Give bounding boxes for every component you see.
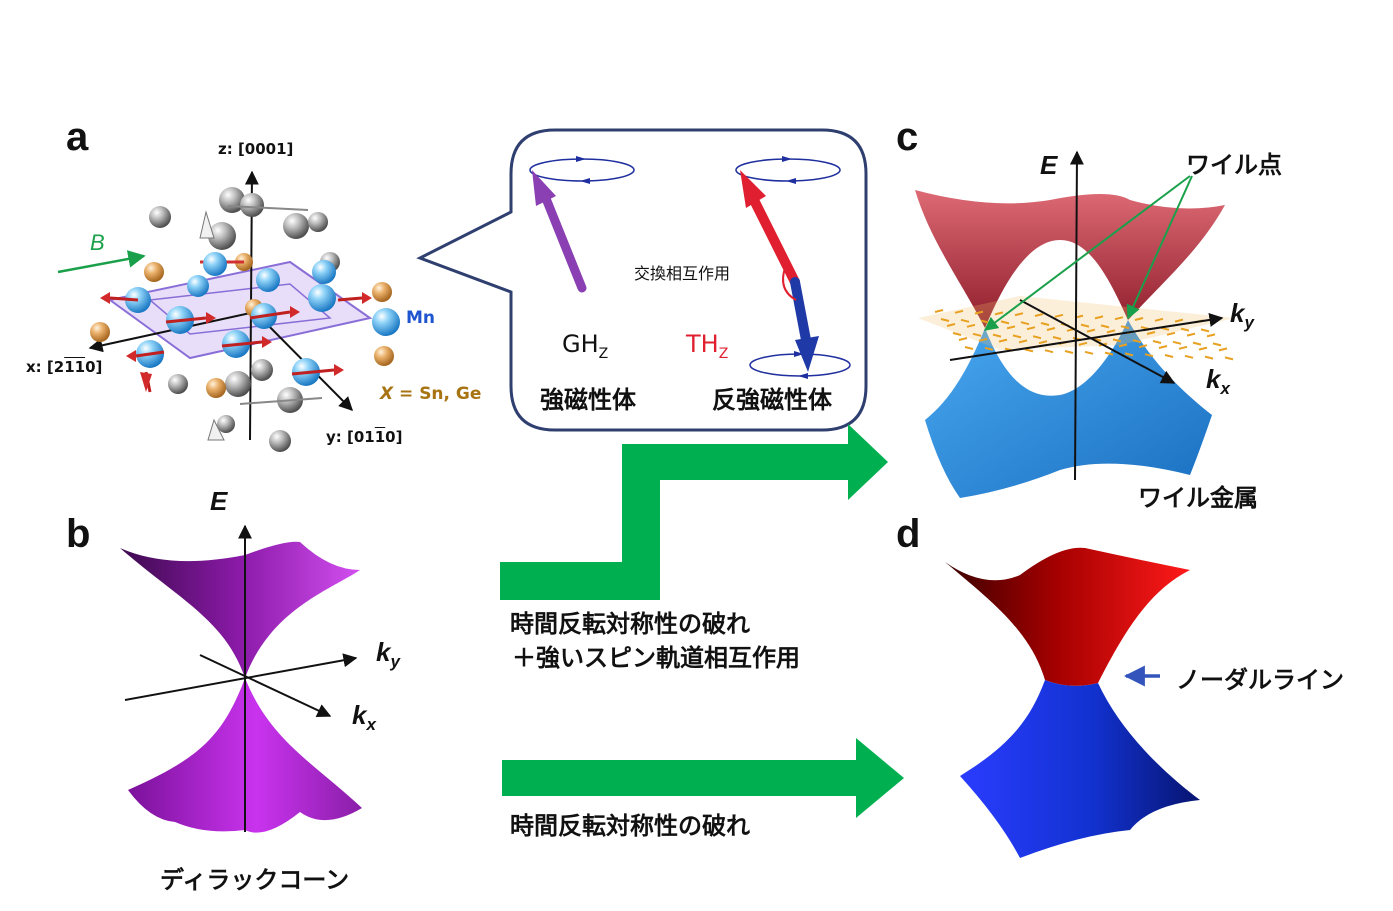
panel-label-b: b (66, 512, 91, 556)
ferromagnet-label: 強磁性体 (540, 386, 636, 414)
exchange-label: 交換相互作用 (634, 264, 731, 283)
b-energy-axis-label: E (210, 486, 228, 516)
field-label: B (90, 230, 105, 255)
b-ky-axis-label: ky (376, 637, 400, 672)
dirac-cone-caption: ディラックコーン (160, 866, 350, 894)
field-arrow (57, 250, 146, 274)
weyl-metal-caption: ワイル金属 (1138, 484, 1258, 512)
lower-arrow-caption: 時間反転対称性の破れ (510, 812, 750, 840)
weyl-points-label: ワイル点 (1186, 151, 1282, 179)
gh-label: GHZ (562, 330, 609, 362)
upper-green-arrow (500, 424, 888, 600)
speech-bubble (416, 128, 868, 432)
upper-arrow-caption-line1: 時間反転対称性の破れ (510, 610, 750, 638)
x-element-label: X = Sn, Ge (380, 384, 482, 404)
th-label: THZ (686, 330, 729, 362)
lower-green-arrow (502, 738, 904, 818)
dirac-cone (120, 524, 362, 833)
b-kx-axis-label: kx (352, 700, 376, 735)
x-atoms (90, 253, 394, 398)
nodal-line-cone (945, 547, 1200, 858)
panel-label-d: d (896, 512, 921, 556)
antiferromagnet-label: 反強磁性体 (712, 386, 832, 414)
axis-y-label: y: [0110] (326, 428, 403, 446)
panel-label-c: c (896, 115, 919, 159)
other-atoms (149, 187, 340, 452)
c-energy-axis-label: E (1040, 150, 1058, 180)
nodal-line-label: ノーダルライン (1176, 666, 1344, 694)
crystal-structure (57, 170, 400, 452)
panel-label-a: a (66, 115, 89, 159)
axis-x-label: x: [2110] (26, 358, 103, 376)
mn-atoms (100, 252, 400, 393)
c-ky-axis-label: ky (1230, 298, 1254, 333)
upper-arrow-caption-line2: ＋強いスピン軌道相互作用 (512, 644, 800, 672)
axis-z-label: z: [0001] (218, 140, 294, 158)
c-kx-axis-label: kx (1206, 364, 1230, 399)
mn-label: Mn (406, 308, 436, 328)
weyl-cone (915, 150, 1235, 498)
